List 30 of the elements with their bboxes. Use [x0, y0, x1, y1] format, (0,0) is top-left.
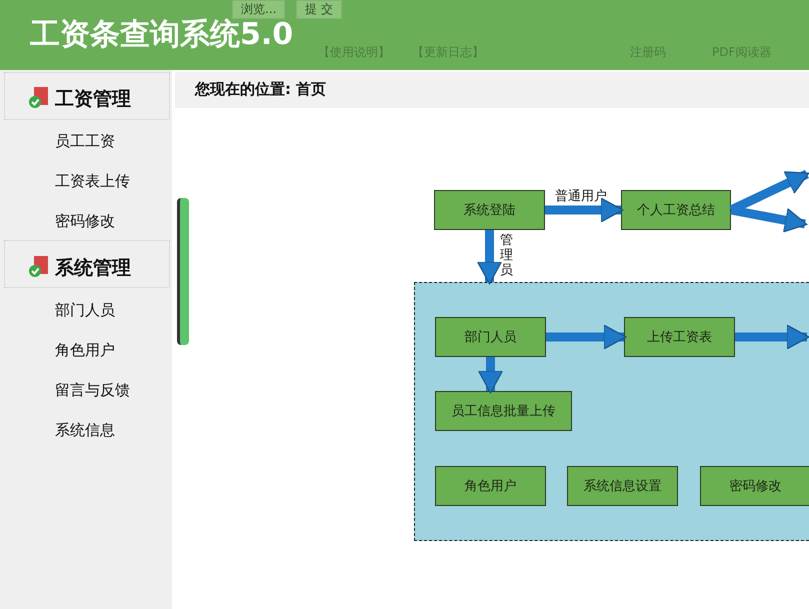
menu-item: 工资表上传 — [55, 172, 130, 191]
process-box: 员工信息批量上传 — [435, 391, 572, 431]
process-box: 上传工资表 — [624, 317, 735, 357]
arrow — [735, 324, 809, 350]
arrow — [545, 198, 624, 222]
arrow — [478, 357, 503, 394]
process-box: 角色用户 — [435, 466, 546, 506]
arrow — [730, 206, 808, 233]
process-box: 系统信息设置 — [567, 466, 678, 506]
menu-item: 部门人员 — [55, 301, 115, 320]
menu-item: 角色用户 — [55, 341, 115, 360]
arrow — [477, 230, 502, 284]
menu-heading: 系统管理 — [55, 256, 131, 281]
process-box: 个人工资总结 — [621, 190, 731, 230]
process-box: 系统登陆 — [434, 190, 545, 230]
edge-label: 管理员 — [500, 233, 514, 278]
menu-heading: 工资管理 — [55, 87, 131, 112]
menu-item: 留言与反馈 — [55, 381, 130, 400]
file-browse-button: 浏览... — [232, 0, 286, 19]
menu-item: 密码修改 — [55, 212, 115, 231]
edge-label: 普通用户 — [555, 188, 607, 205]
dashed-group-box — [414, 282, 809, 541]
process-box: 部门人员 — [435, 317, 546, 357]
process-box: 密码修改 — [700, 466, 809, 506]
submit-button: 提 交 — [296, 0, 342, 19]
menu-item: 员工工资 — [55, 132, 115, 151]
menu-item: 系统信息 — [55, 421, 115, 440]
breadcrumb-text: 您现在的位置: 首页 — [195, 80, 326, 99]
page-title: 工资条查询系统5.0 — [30, 16, 294, 54]
arrow — [546, 324, 626, 350]
